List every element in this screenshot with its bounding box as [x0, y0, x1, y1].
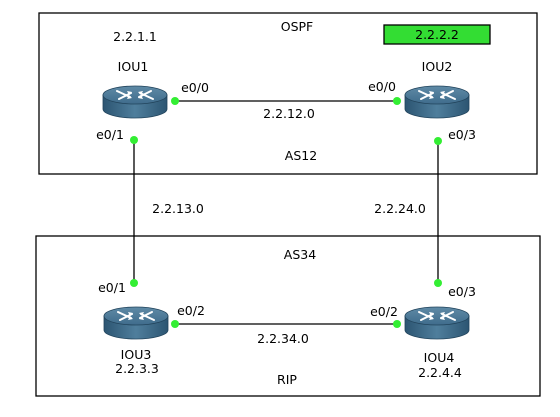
- iou3-name-label: IOU3: [121, 347, 152, 362]
- port-label-iou1-e0-1: e0/1: [96, 127, 124, 142]
- iou1-name-label: IOU1: [118, 59, 149, 74]
- router-icon-iou2[interactable]: [404, 85, 470, 119]
- router-icon-iou3[interactable]: [103, 306, 169, 340]
- router-icon-iou4[interactable]: [404, 306, 470, 340]
- as12-area-box: [38, 12, 538, 175]
- iou3-ip-label: 2.2.3.3: [115, 361, 159, 376]
- port-label-iou2-e0-0: e0/0: [368, 79, 396, 94]
- bottom-area-protocol: RIP: [277, 372, 297, 387]
- port-label-iou1-e0-0: e0/0: [181, 80, 209, 95]
- iou2-ip-highlight-box: [383, 24, 491, 45]
- network-label-iou2-iou4: 2.2.24.0: [374, 201, 426, 216]
- port-dot-iou2-e0-3: [434, 137, 442, 145]
- port-label-iou3-e0-2: e0/2: [177, 303, 205, 318]
- iou4-ip-label: 2.2.4.4: [418, 365, 462, 380]
- iou2-name-label: IOU2: [422, 59, 453, 74]
- iou4-name-label: IOU4: [424, 350, 455, 365]
- port-label-iou4-e0-2: e0/2: [370, 304, 398, 319]
- iou1-ip-label: 2.2.1.1: [113, 29, 157, 44]
- router-icon-iou1[interactable]: [102, 85, 168, 119]
- port-dot-iou3-e0-2: [171, 320, 179, 328]
- network-label-iou3-iou4: 2.2.34.0: [257, 331, 309, 346]
- port-label-iou4-e0-3: e0/3: [448, 284, 476, 299]
- port-label-iou3-e0-1: e0/1: [98, 280, 126, 295]
- port-dot-iou1-e0-1: [130, 136, 138, 144]
- port-dot-iou4-e0-2: [393, 320, 401, 328]
- bottom-area-as-label: AS34: [284, 247, 316, 262]
- iou2-ip-label: 2.2.2.2: [415, 27, 459, 42]
- port-dot-iou2-e0-0: [393, 97, 401, 105]
- port-dot-iou1-e0-0: [171, 97, 179, 105]
- port-dot-iou4-e0-3: [434, 279, 442, 287]
- network-label-iou1-iou2: 2.2.12.0: [263, 106, 315, 121]
- port-dot-iou3-e0-1: [130, 279, 138, 287]
- network-label-iou1-iou3: 2.2.13.0: [152, 201, 204, 216]
- top-area-protocol: OSPF: [281, 19, 314, 34]
- port-label-iou2-e0-3: e0/3: [448, 127, 476, 142]
- top-area-as-label: AS12: [285, 148, 317, 163]
- as34-area-box: [35, 235, 541, 397]
